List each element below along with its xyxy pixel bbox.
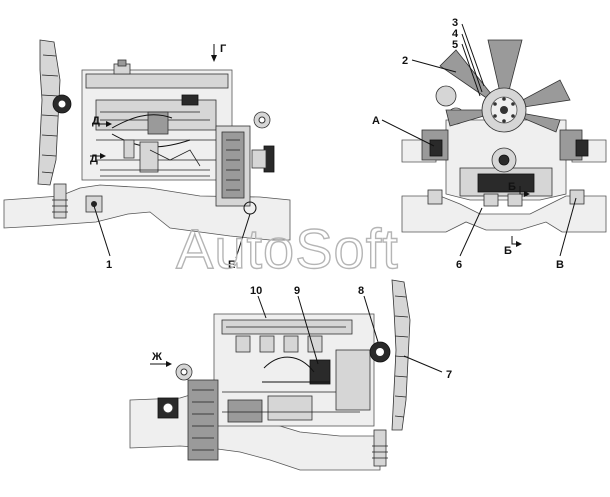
fan-bottom [391,279,411,431]
callout-2: 2 [402,55,408,67]
leader-1 [93,205,111,257]
callout-d-lower: Д [90,153,98,165]
callout-g: Г [220,43,227,55]
callout-b-lower: Б [504,245,512,257]
callout-b-upper: Б [508,181,516,193]
crossmember [401,195,607,233]
mount-front-left [53,183,67,219]
watermark-text: AutoSoft [176,217,399,280]
leader-9 [297,295,319,365]
leader-2 [411,59,457,73]
mount-right [575,139,589,157]
callout-10: 10 [250,285,262,297]
leader-e [235,213,251,259]
engine-block-left [81,59,233,181]
leader-v [559,197,577,257]
callout-d-upper: Д [92,115,100,127]
flywheel-housing-left [215,111,275,215]
leader-10 [257,295,267,319]
callout-3: 3 [452,17,458,29]
fan-front [439,39,571,133]
view-left-side: 1 Д Д Г Е [3,39,291,271]
callout-8: 8 [358,285,364,297]
callout-4: 4 [452,28,459,40]
fan-left [37,39,61,186]
view-bottom-side: 10 9 8 7 Ж [129,279,452,471]
callout-5: 5 [452,39,458,51]
leader-6 [459,207,483,257]
leader-3 [461,23,485,87]
callout-v: В [556,259,564,271]
leader-a [381,119,435,147]
callout-zh: Ж [151,351,162,363]
mount-a [429,139,443,157]
mount-bottom-right [373,429,387,467]
callout-1: 1 [106,259,112,271]
engine-block-bottom [213,313,375,427]
leader-8 [363,295,379,343]
callout-e: Е [228,259,235,271]
callout-7: 7 [446,369,452,381]
callout-a: А [372,115,380,127]
callout-6: 6 [456,259,462,271]
leader-7 [403,355,443,373]
flywheel-housing-bottom [157,363,219,461]
view-right-front: 3 4 5 2 А Б Б 6 В [372,17,607,271]
callout-9: 9 [294,285,300,297]
